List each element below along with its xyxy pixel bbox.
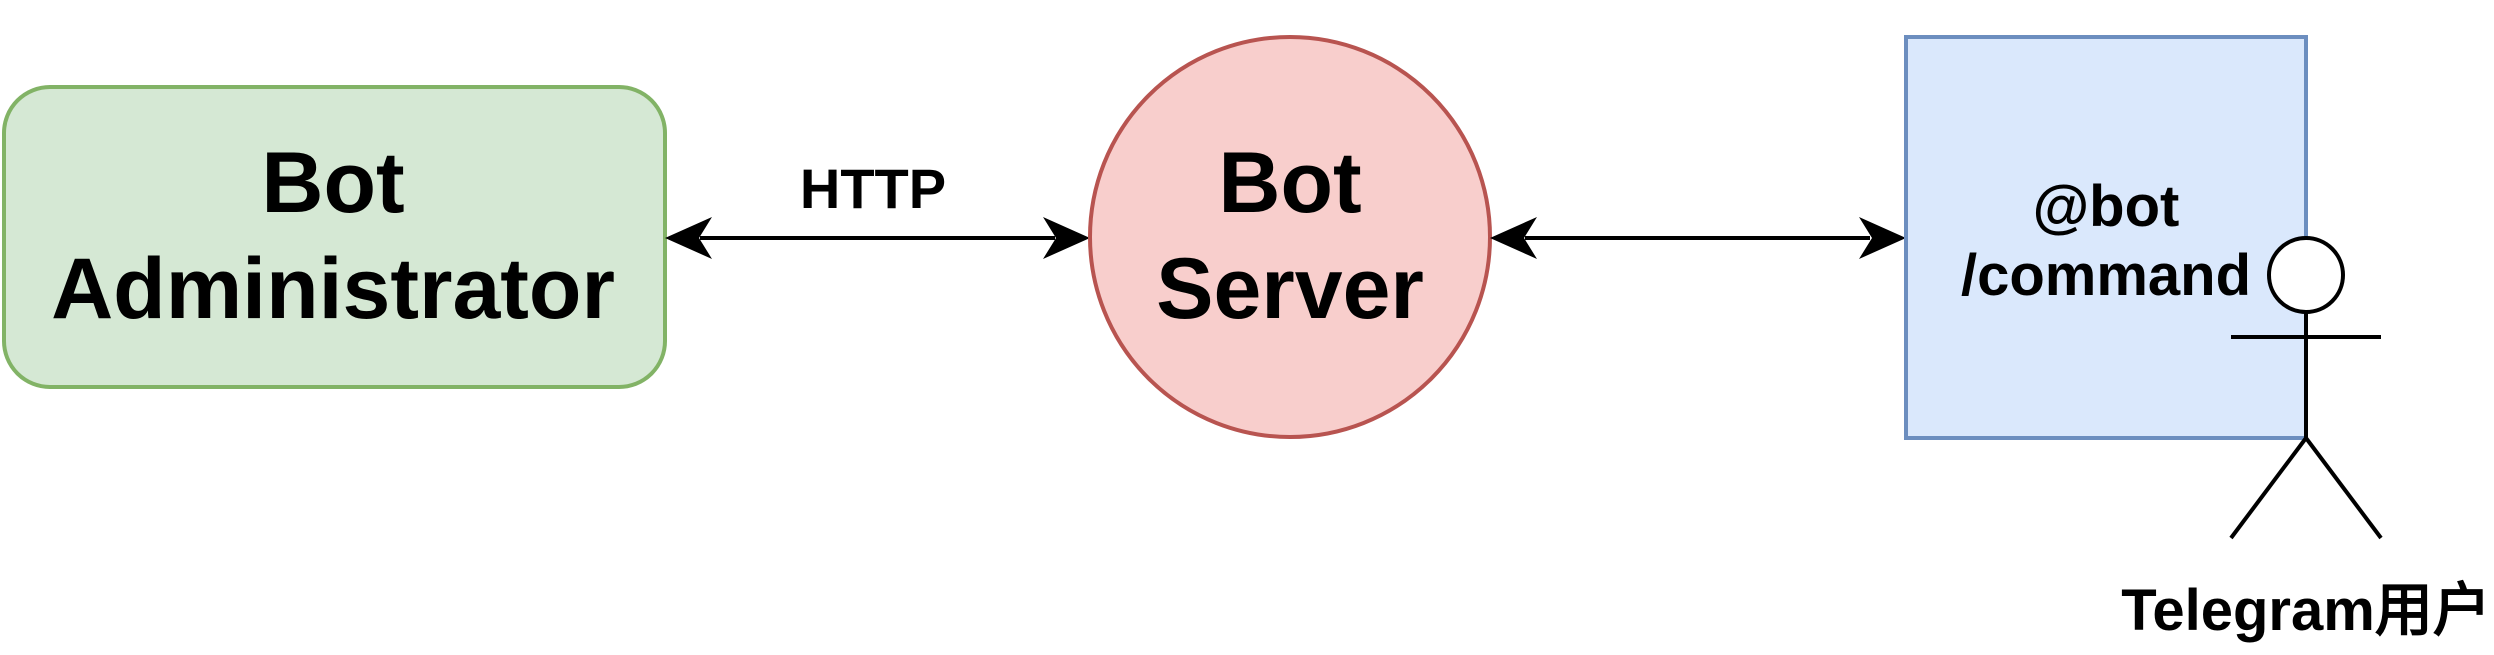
admin-arrowhead-left-icon: [665, 217, 712, 259]
bot-server-label-line1: Bot: [1218, 135, 1361, 231]
actor-head: [2267, 236, 2345, 314]
server-telegram-connector[interactable]: [1490, 217, 1906, 259]
bot-command-text: /command: [1961, 243, 2251, 308]
admin-server-connector[interactable]: HTTP: [665, 157, 1090, 259]
bot-server-node[interactable]: Bot Server: [1088, 35, 1492, 439]
bot-server-label-line2: Server: [1156, 241, 1424, 337]
bot-administrator-label-line2: Administrator: [51, 241, 615, 337]
telegram-user-actor[interactable]: Telegram用户: [2121, 236, 2491, 643]
stick-figure-icon: [2229, 236, 2383, 540]
http-edge-label: HTTP: [800, 157, 946, 220]
telegram-chat-node[interactable]: @bot /command: [1904, 35, 2308, 440]
telegram-user-label: Telegram用户: [2121, 578, 2491, 643]
server-arrowhead-left-icon: [1490, 217, 1537, 259]
bot-administrator-node[interactable]: Bot Administrator: [2, 85, 667, 389]
bot-mention-text: @bot: [2033, 174, 2180, 239]
bot-server-circle: [1088, 35, 1492, 439]
telegram-arrowhead-right-icon: [1859, 217, 1906, 259]
bot-administrator-label-line1: Bot: [261, 135, 404, 231]
telegram-chat-box: [1904, 35, 2308, 440]
actor-right-leg: [2304, 436, 2383, 540]
bot-administrator-box: [2, 85, 667, 389]
actor-left-leg: [2229, 436, 2308, 540]
server-arrowhead-right-icon: [1043, 217, 1090, 259]
